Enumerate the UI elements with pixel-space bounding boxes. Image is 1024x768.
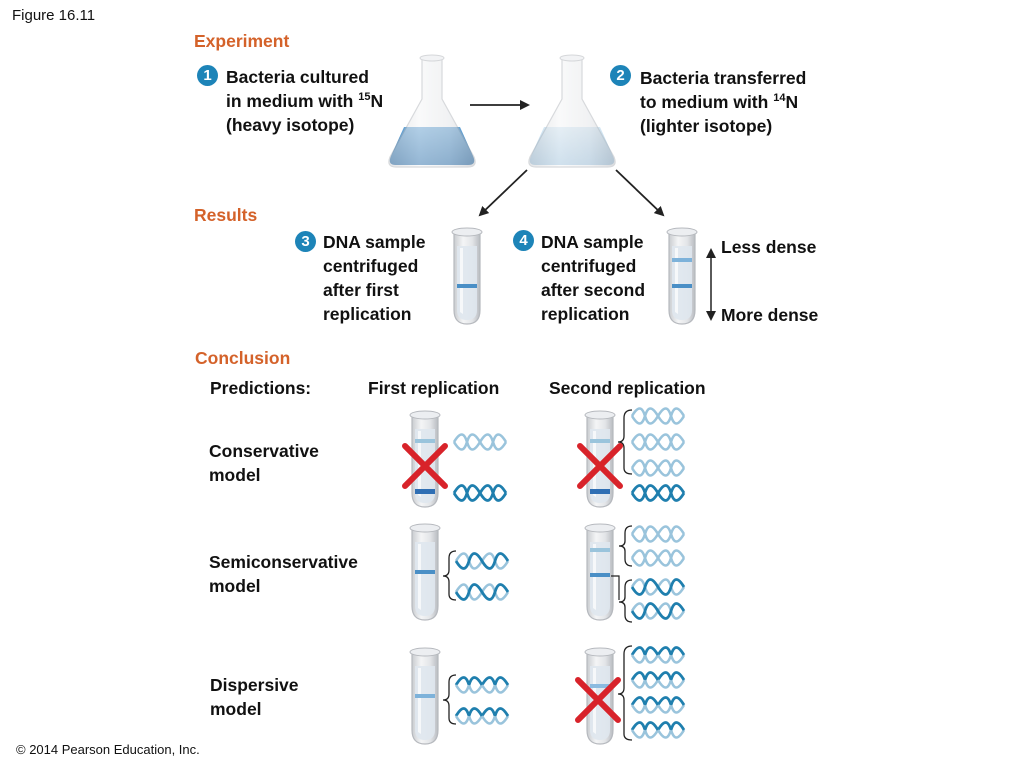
dispersive-second-helix-2 (630, 671, 686, 689)
semiconservative-first-bracket (442, 550, 457, 601)
predictions-label: Predictions: (210, 378, 312, 398)
less-dense-label: Less dense (721, 237, 817, 257)
result-tube-first (451, 227, 483, 325)
dispersive-first-helix-2 (454, 707, 510, 725)
semiconservative-first-helix-1 (454, 552, 510, 570)
step-1-line-3: (heavy isotope) (226, 115, 355, 135)
conservative-second-helix-4 (630, 484, 686, 502)
more-dense-label: More dense (721, 305, 819, 325)
step-2-badge: 2 (610, 65, 631, 86)
heavy-medium-flask (388, 54, 476, 168)
step-3-line-4: replication (323, 304, 412, 324)
semiconservative-second-bracket-bottom (618, 579, 633, 623)
step-2-isotope-symbol: N (785, 92, 799, 112)
dispersive-first-helix-1 (454, 676, 510, 694)
step-3-text: DNA sample centrifuged after first repli… (323, 230, 425, 326)
column-first-replication: First replication (368, 378, 500, 398)
dispersive-model-line-1: Dispersive (210, 675, 299, 695)
results-heading: Results (194, 205, 258, 225)
step-3-line-2: centrifuged (323, 256, 419, 276)
light-medium-flask (528, 54, 616, 168)
column-second-replication: Second replication (549, 378, 706, 398)
step-4-line-3: after second (541, 280, 646, 300)
step-2-line-3: (lighter isotope) (640, 116, 773, 136)
conservative-second-bracket (617, 409, 633, 475)
step-3-line-3: after first (323, 280, 399, 300)
semiconservative-model-label: Semiconservative model (209, 550, 358, 598)
semiconservative-second-helix-4 (630, 602, 686, 620)
conservative-first-tube (409, 410, 441, 508)
step-4-line-1: DNA sample (541, 232, 644, 252)
dispersive-second-helix-1 (630, 646, 686, 664)
dispersive-model-line-2: model (210, 699, 262, 719)
semiconservative-second-bracket-top (618, 525, 633, 567)
result-tube-second (666, 227, 698, 325)
step-3-badge: 3 (295, 231, 316, 252)
step-1-text: Bacteria cultured in medium with 15N (he… (226, 65, 383, 137)
conservative-model-line-1: Conservative (209, 441, 319, 461)
first-replication-arrow (478, 169, 528, 217)
experiment-heading: Experiment (194, 31, 290, 51)
dispersive-model-label: Dispersive model (210, 673, 299, 721)
dispersive-second-helix-4 (630, 721, 686, 739)
step-3-line-1: DNA sample (323, 232, 426, 252)
step-1-line-2: in medium with 15N (226, 89, 383, 113)
semiconservative-model-line-2: model (209, 576, 261, 596)
semiconservative-second-helix-3 (630, 578, 686, 596)
step-1-badge: 1 (197, 65, 218, 86)
step-1-line-2-prefix: in medium with (226, 91, 359, 111)
conservative-second-helix-1 (630, 407, 686, 425)
step-2-text: Bacteria transferred to medium with 14N … (640, 66, 806, 138)
step-4-badge: 4 (513, 230, 534, 251)
conservative-first-heavy-helix (452, 484, 508, 502)
conservative-first-light-helix (452, 433, 508, 451)
dispersive-second-bracket (617, 645, 633, 741)
figure-label: Figure 16.11 (12, 7, 96, 24)
semiconservative-model-line-1: Semiconservative (209, 552, 358, 572)
density-arrow (706, 248, 716, 321)
dispersive-first-bracket (442, 674, 457, 725)
dispersive-second-tube (584, 647, 616, 745)
semiconservative-first-helix-2 (454, 583, 510, 601)
step-2-line-1: Bacteria transferred (640, 68, 807, 88)
step-4-line-4: replication (541, 304, 630, 324)
semiconservative-second-helix-1 (630, 525, 686, 543)
conservative-second-helix-2 (630, 433, 686, 451)
dispersive-second-helix-3 (630, 696, 686, 714)
step-4-text: DNA sample centrifuged after second repl… (541, 230, 645, 326)
conservative-second-tube (584, 410, 616, 508)
step-2-isotope-mass: 14 (773, 92, 786, 105)
semiconservative-first-tube (409, 523, 441, 621)
step-1-line-1: Bacteria cultured (226, 67, 369, 87)
conservative-second-helix-3 (630, 459, 686, 477)
step-1-isotope-symbol: N (370, 91, 384, 111)
second-replication-arrow (615, 169, 665, 217)
copyright-notice: © 2014 Pearson Education, Inc. (16, 742, 200, 757)
semiconservative-second-connector (611, 575, 620, 600)
semiconservative-second-tube (584, 523, 616, 621)
step-2-line-2-prefix: to medium with (640, 92, 774, 112)
step-1-isotope-mass: 15 (358, 91, 371, 104)
conservative-model-line-2: model (209, 465, 261, 485)
semiconservative-second-helix-2 (630, 549, 686, 567)
step-4-line-2: centrifuged (541, 256, 637, 276)
step-2-line-2: to medium with 14N (640, 90, 806, 114)
conservative-model-label: Conservative model (209, 439, 319, 487)
dispersive-first-tube (409, 647, 441, 745)
conclusion-heading: Conclusion (195, 348, 291, 368)
